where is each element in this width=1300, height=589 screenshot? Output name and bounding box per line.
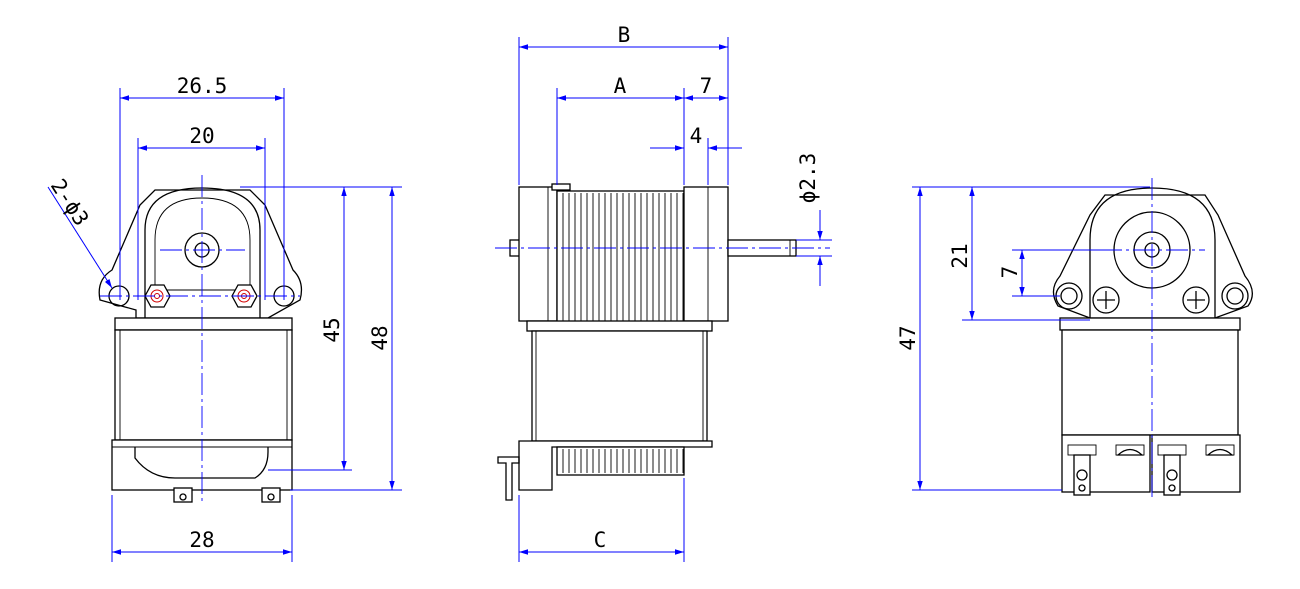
front-foot-dot [267, 493, 275, 501]
front-dome-inner [154, 197, 251, 291]
dimension-label-47: 47 [896, 325, 920, 350]
dimension-label-c: C [594, 528, 607, 552]
front-separator [114, 317, 293, 331]
side-lamination-lines [562, 193, 684, 324]
leader-hole-callout [47, 186, 113, 289]
front-mounting-plate [98, 189, 303, 319]
dimension-label-7-rear: 7 [998, 266, 1022, 279]
terminal-clip [1116, 448, 1144, 456]
side-coil-body [531, 330, 708, 442]
dimension-label-48: 48 [368, 325, 392, 350]
side-terminal-tab [497, 456, 520, 501]
terminal-screw-icon [1076, 469, 1088, 481]
rear-screw-right-cross [1187, 291, 1205, 309]
front-view [98, 175, 303, 505]
rear-mount-hole-right [1221, 282, 1249, 310]
rear-coil-body [1061, 329, 1239, 436]
rear-mount-hole-left-inner [1060, 287, 1078, 305]
dimension-label-4: 4 [690, 124, 703, 148]
hole-callout-label: 2-ϕ3 [46, 175, 94, 230]
side-front-cap [683, 186, 729, 322]
side-view-dimensions: B A 7 4 ϕ2.3 C [518, 23, 832, 562]
front-foot-dot [179, 493, 187, 501]
side-lamination-stack [556, 190, 685, 327]
side-rear-cap [518, 186, 558, 322]
side-separator [526, 320, 713, 332]
rear-view-dimensions: 21 7 47 [896, 186, 1150, 491]
side-rear-cap-lip [551, 183, 571, 191]
rear-terminal-blocks [1061, 434, 1241, 496]
side-lower-lamination [556, 446, 685, 476]
terminal-hole [1078, 484, 1086, 492]
dimension-label-45: 45 [320, 317, 344, 342]
dimension-label-20: 20 [189, 124, 214, 148]
front-foot-right [261, 487, 281, 503]
rear-view [1052, 178, 1253, 500]
terminal-screw-icon [1166, 469, 1178, 481]
dimension-label-7: 7 [700, 74, 713, 98]
dimension-label-b: B [618, 23, 631, 47]
terminal-pin [1073, 454, 1091, 496]
dimension-label-21: 21 [948, 243, 972, 268]
front-foot-left [173, 487, 193, 503]
front-coil-body [114, 329, 293, 441]
side-base-bracket [518, 440, 713, 491]
terminal-hole [1168, 484, 1176, 492]
side-lower-lamination-lines [562, 449, 684, 473]
dimension-label-26-5: 26.5 [177, 74, 228, 98]
dimension-label-28: 28 [189, 528, 214, 552]
rear-screw-left-cross [1097, 291, 1115, 309]
terminal-clip [1206, 448, 1234, 456]
dimension-label-diameter: ϕ2.3 [796, 153, 820, 204]
terminal-pin [1163, 454, 1181, 496]
rear-mount-hole-right-inner [1226, 287, 1244, 305]
dimension-label-a: A [614, 74, 627, 98]
side-view [495, 183, 830, 501]
front-base-cutout [134, 447, 269, 479]
